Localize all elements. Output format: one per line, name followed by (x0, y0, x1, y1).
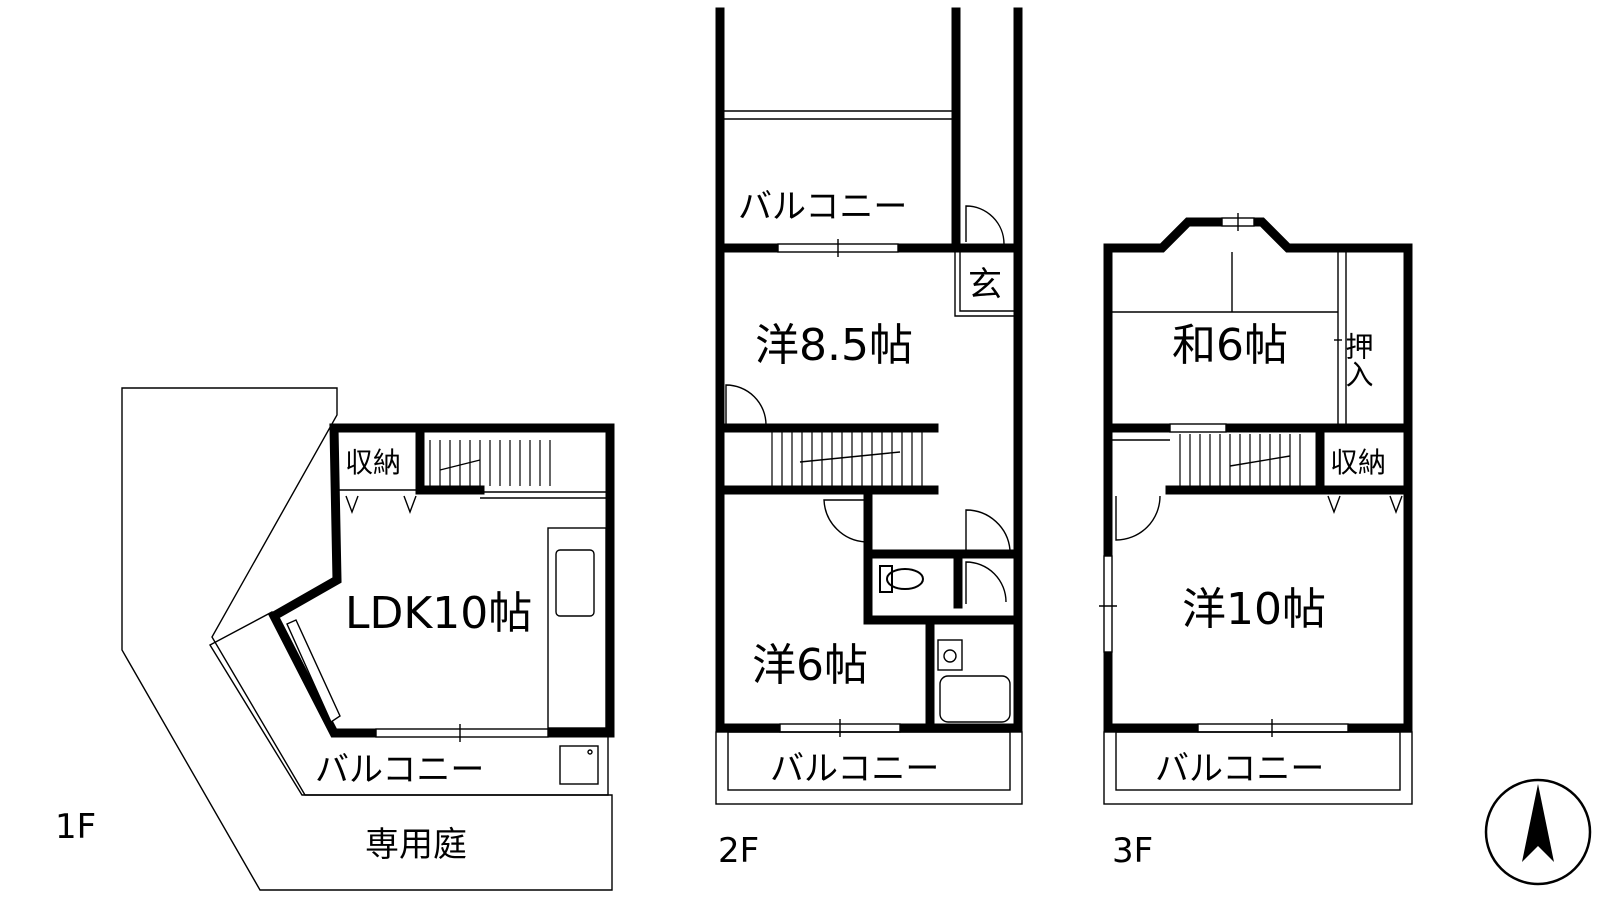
storage-1f-label: 収納 (345, 446, 401, 479)
toilet-icon (879, 565, 893, 593)
kitchen-counter (547, 527, 607, 729)
ldk-walls (268, 423, 615, 738)
storage-3f-label: 収納 (1330, 446, 1386, 479)
door-entrance-icon (965, 205, 1005, 245)
door-wc-icon (965, 509, 1011, 554)
entrance-label: 玄 (968, 265, 1002, 305)
door-wash-icon (965, 561, 1007, 604)
western-6-label: 洋6帖 (752, 640, 868, 691)
door-western6-icon (823, 499, 868, 543)
balcony-3f-label: バルコニー (1155, 749, 1324, 789)
wall-3f-stair (1165, 423, 1325, 495)
window-3f-south (1197, 723, 1349, 733)
stair-1f (429, 440, 551, 486)
door-western85-icon (725, 384, 767, 428)
floor-label-3f: 3F (1112, 831, 1153, 871)
japanese-6-label: 和6帖 (1172, 320, 1288, 371)
window-1f-south (375, 728, 549, 738)
north-arrow-icon (1484, 778, 1592, 886)
floor-label-2f: 2F (718, 831, 759, 871)
ldk-label: LDK10帖 (345, 588, 532, 639)
floor-2: バルコニー 玄 洋8.5帖 洋6帖 バルコニー 2F (715, 7, 1023, 871)
garden-label: 専用庭 (365, 825, 467, 865)
toilet-bowl-icon (886, 568, 924, 590)
balcony-2f-top-label: バルコニー (738, 187, 907, 227)
window-1f-west (286, 619, 341, 724)
stair-3f (1179, 434, 1301, 486)
stair-2f (771, 432, 923, 486)
door-western10-icon (1115, 495, 1161, 541)
balcony-1f-label: バルコニー (315, 750, 484, 790)
floor-3: 和6帖 押入 収納 洋10帖 バルコニー 3F (1099, 213, 1413, 871)
balcony-2f-label: バルコニー (770, 749, 939, 789)
washbasin-icon (937, 639, 963, 671)
western-85-label: 洋8.5帖 (755, 320, 913, 371)
bathtub-icon (939, 675, 1011, 723)
water-heater-icon (559, 745, 599, 785)
western-10-label: 洋10帖 (1182, 584, 1326, 635)
kitchen-sink-icon (555, 549, 595, 617)
floor-1: 収納 LDK10帖 バルコニー 専用庭 1F (55, 387, 615, 891)
window-3f-west (1103, 555, 1113, 653)
closet-label: 押入 (1342, 332, 1375, 388)
floor-label-1f: 1F (55, 807, 96, 847)
wall-2f-toilet (863, 485, 1023, 625)
